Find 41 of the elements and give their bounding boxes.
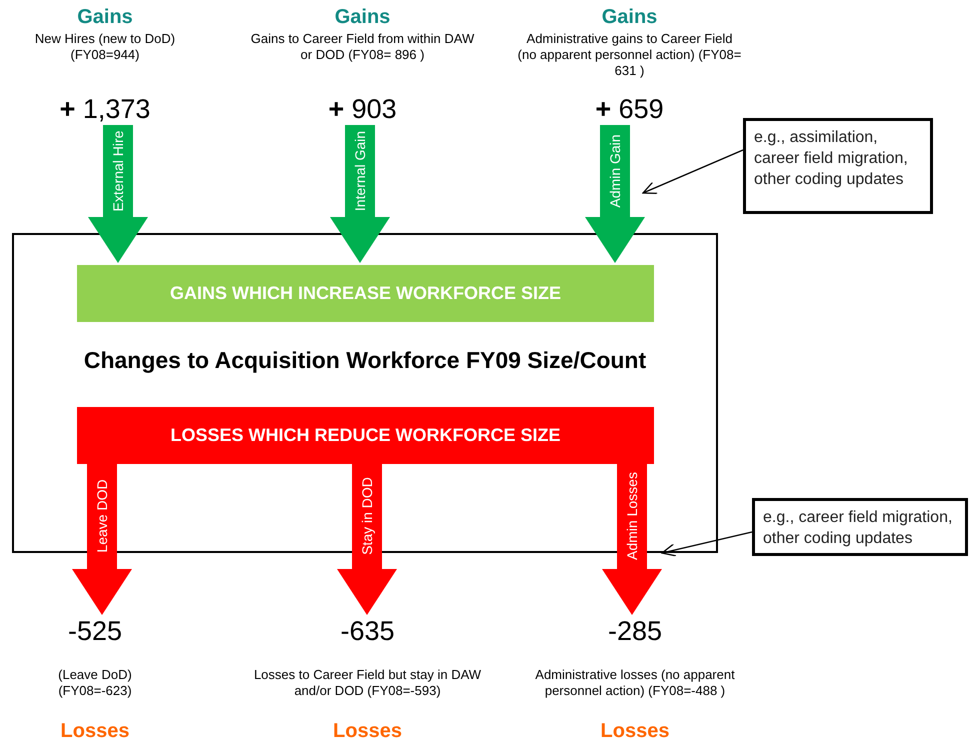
gains-bar: [77, 265, 654, 322]
block-arrow: [88, 125, 148, 263]
description-text: New Hires (new to DoD) (FY08=944): [34, 31, 176, 63]
block-arrow: [337, 462, 397, 615]
bar-label: GAINS WHICH INCREASE WORKFORCE SIZE: [170, 282, 561, 305]
edge-label: Internal Gain: [352, 130, 368, 212]
note-box: [743, 118, 933, 214]
edge-label: Leave DOD: [94, 478, 110, 552]
edge-label: Stay in DOD: [359, 476, 375, 554]
section-heading: Gains: [602, 5, 658, 29]
section-heading: Losses: [333, 719, 402, 743]
description-text: Administrative gains to Career Field (no apparent personnel action) (FY08= 631 ): [517, 31, 742, 79]
losses-bar: [77, 407, 654, 464]
section-heading: Losses: [60, 719, 130, 743]
count-value: -525: [68, 615, 122, 647]
block-arrow: [330, 125, 390, 263]
edge-label: External Hire: [110, 130, 126, 212]
bar-label: LOSSES WHICH REDUCE WORKFORCE SIZE: [170, 424, 560, 447]
description-text: Gains to Career Field from within DAW or DOD (FY08= 896 ): [250, 31, 475, 63]
count-value: + 659: [595, 93, 664, 125]
edge-label: Admin Losses: [624, 472, 640, 560]
edge-label: Admin Gain: [607, 134, 623, 208]
note-box: [752, 498, 968, 556]
description-text: Losses to Career Field but stay in DAW and/or DOD (FY08=-593): [252, 667, 482, 699]
block-arrow: [602, 462, 662, 615]
count-value: -285: [608, 615, 662, 647]
section-heading: Losses: [600, 719, 670, 743]
section-heading: Gains: [334, 5, 390, 29]
block-arrow: [585, 125, 645, 263]
count-value: -635: [340, 615, 395, 647]
count-value: + 903: [328, 93, 397, 125]
note-text: e.g., assimilation, career field migration, other coding updates: [754, 128, 909, 190]
description-text: Administrative losses (no apparent personnel action) (FY08=-488 ): [534, 667, 736, 699]
count-value: + 1,373: [60, 93, 150, 125]
note-text: e.g., career field migration, other coding updates: [763, 508, 954, 549]
leader-arrow: [642, 149, 744, 194]
section-heading: Gains: [77, 5, 133, 29]
leader-arrow: [661, 531, 752, 557]
description-text: (Leave DoD) (FY08=-623): [57, 667, 133, 699]
block-arrow: [72, 462, 132, 615]
frame-label: Changes to Acquisition Workforce FY09 Size/Count: [82, 346, 648, 375]
